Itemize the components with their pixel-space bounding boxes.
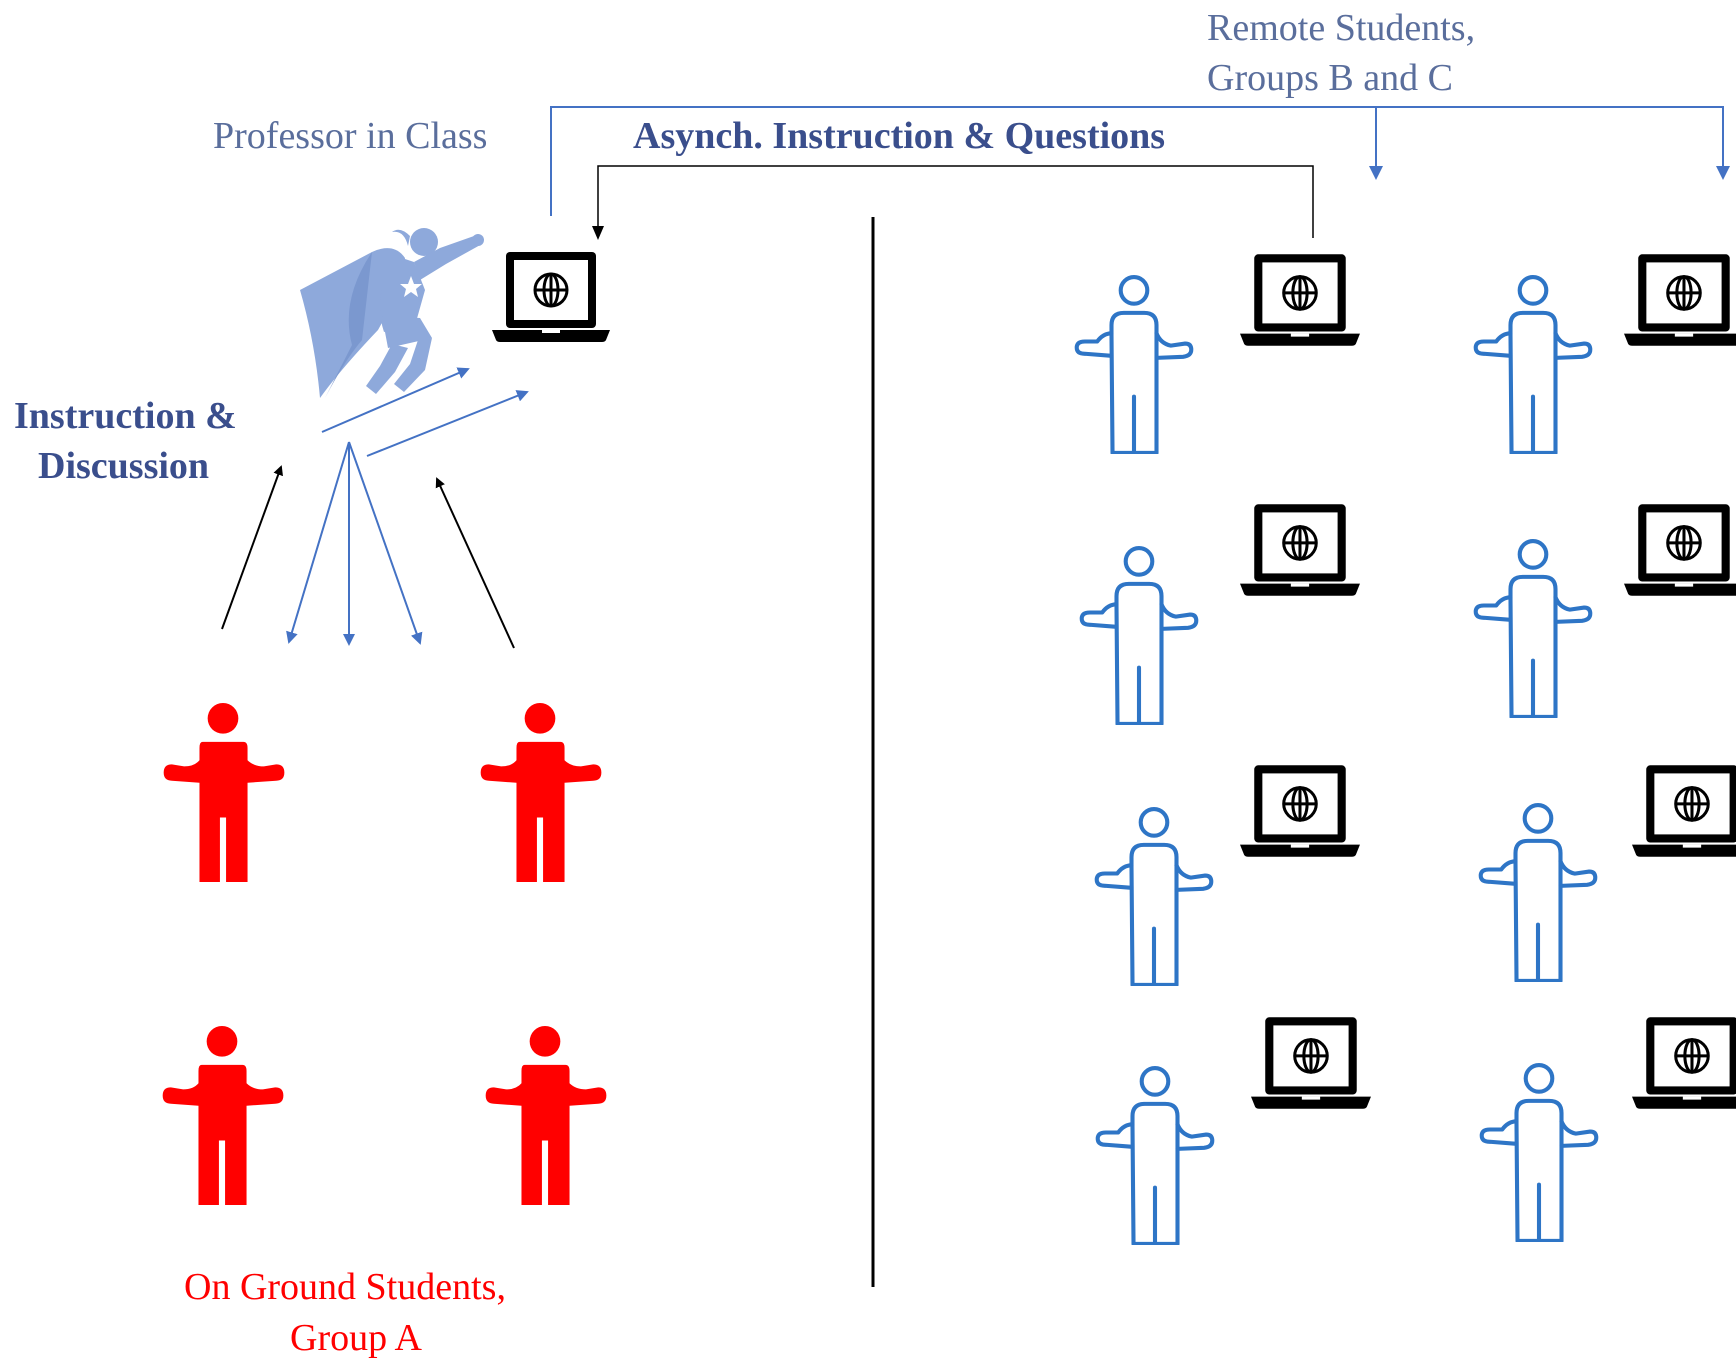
arrow-to-professor-1 [321, 367, 470, 433]
remote-student-icon [1077, 277, 1192, 453]
ground-students-label-line2: Group A [290, 1317, 422, 1359]
student-arrow-right [435, 477, 515, 649]
arrow-to-professor-2 [366, 390, 529, 457]
instruction-label-line1: Instruction & [14, 395, 237, 437]
remote-student-icon [1476, 277, 1591, 453]
remote-laptop-icon [1624, 252, 1736, 346]
remote-student-icon [1482, 1065, 1597, 1241]
instruction-label-line2: Discussion [38, 445, 210, 487]
remote-student-icon [1098, 1068, 1213, 1244]
student-arrow-left [221, 465, 283, 630]
remote-laptop-icon [1240, 763, 1362, 857]
remote-laptop-icon [1632, 763, 1736, 857]
remote-student-icon [1476, 541, 1591, 717]
remote-students-label-line2: Groups B and C [1207, 57, 1453, 99]
professor-label: Professor in Class [213, 115, 488, 157]
remote-laptop-icon [1240, 502, 1362, 596]
remote-laptop-icon [1632, 1015, 1736, 1109]
asynch-arrow-head [592, 226, 604, 240]
remote-student-icon [1481, 805, 1596, 981]
ground-student-icon [163, 703, 285, 882]
ground-student-icon [162, 1026, 284, 1205]
superhero-professor-icon [300, 228, 484, 398]
ground-student-icon [485, 1026, 607, 1205]
professor-laptop-icon [492, 250, 612, 342]
arrow-head-group-b [1369, 166, 1383, 180]
remote-laptop-icon [1251, 1015, 1373, 1109]
fan-arrow-right [348, 441, 423, 645]
remote-student-icon [1082, 548, 1197, 724]
ground-students-label-line1: On Ground Students, [184, 1266, 506, 1308]
fan-arrow-left [286, 441, 350, 644]
remote-student-icon [1097, 809, 1212, 985]
remote-students-label-line1: Remote Students, [1207, 7, 1476, 49]
arrow-head-group-c [1716, 166, 1730, 180]
remote-laptop-icon [1624, 502, 1736, 596]
ground-student-icon [480, 703, 602, 882]
asynch-connector [597, 165, 1314, 238]
asynch-label: Asynch. Instruction & Questions [633, 115, 1166, 157]
remote-laptop-icon [1240, 252, 1362, 346]
